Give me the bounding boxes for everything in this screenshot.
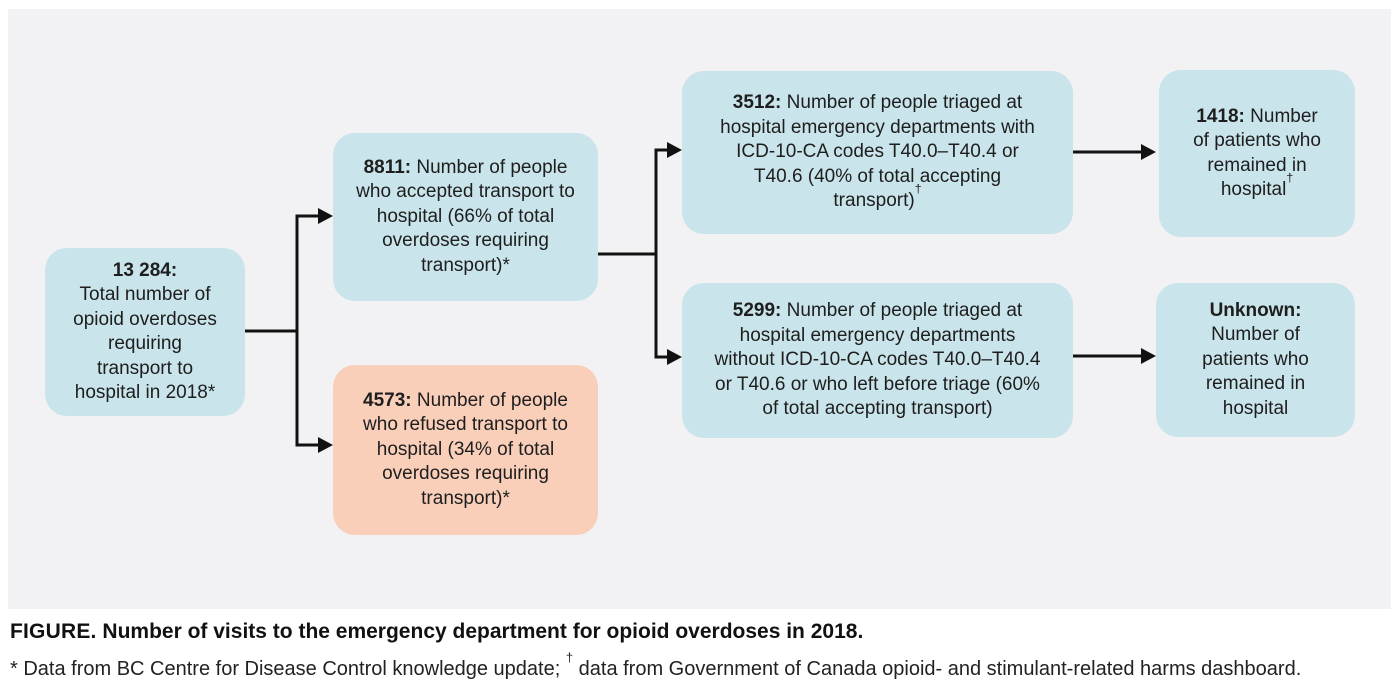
footnote-source-dagger: data from Government of Canada opioid- a…: [573, 658, 1302, 680]
flow-node-total-overdoses: 13 284:Total number of opioid overdoses …: [45, 248, 245, 416]
node-text: Unknown: Number of patients who remained…: [1202, 299, 1309, 419]
flow-node-remained-known: 1418: Number of patients who remained in…: [1159, 70, 1355, 237]
node-value: 1418:: [1196, 105, 1245, 127]
node-value: 5299:: [732, 300, 782, 322]
node-value: 8811:: [363, 156, 412, 178]
node-text: 1418: Number of patients who remained in…: [1193, 105, 1321, 201]
node-value: Unknown:: [1209, 299, 1302, 321]
node-value: 13 284:: [112, 259, 178, 281]
footnote-star-marker: *: [10, 658, 18, 680]
node-value: 3512:: [732, 92, 782, 114]
flow-node-remained-unknown: Unknown: Number of patients who remained…: [1156, 283, 1355, 437]
figure-caption: FIGURE. Number of visits to the emergenc…: [10, 620, 1390, 644]
node-text: 5299: Number of people triaged at hospit…: [714, 300, 1041, 420]
node-text: 8811: Number of people who accepted tran…: [356, 156, 575, 276]
flow-node-triaged-without-codes: 5299: Number of people triaged at hospit…: [682, 283, 1073, 438]
figure-footnote: * Data from BC Centre for Disease Contro…: [10, 651, 1390, 681]
node-text: 3512: Number of people triaged at hospit…: [720, 92, 1035, 212]
node-value: 4573:: [363, 389, 412, 411]
caption-label: FIGURE.: [10, 620, 97, 643]
dagger-superscript: †: [914, 182, 922, 197]
dagger-superscript: †: [1286, 171, 1294, 186]
flow-node-accepted-transport: 8811: Number of people who accepted tran…: [333, 133, 598, 301]
flow-node-refused-transport: 4573: Number of people who refused trans…: [333, 365, 598, 535]
footnote-source-star: Data from BC Centre for Disease Control …: [17, 658, 566, 680]
node-text: 13 284:Total number of opioid overdoses …: [69, 259, 221, 406]
node-text: 4573: Number of people who refused trans…: [363, 389, 568, 509]
footnote-dagger-marker: †: [565, 649, 574, 665]
flow-node-triaged-with-codes: 3512: Number of people triaged at hospit…: [682, 71, 1073, 234]
caption-text: Number of visits to the emergency depart…: [102, 620, 864, 643]
